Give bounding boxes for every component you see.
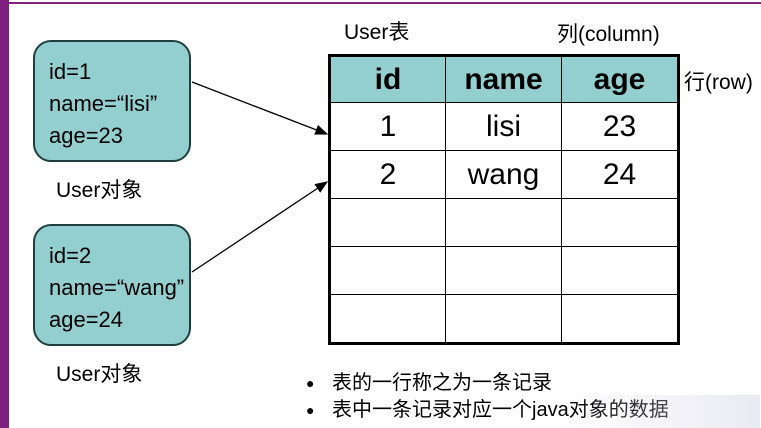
table-row: 2 wang 24 (329, 150, 679, 199)
user-object-1: id=1 name=“lisi” age=23 (33, 40, 191, 162)
table-cell: wang (445, 150, 562, 199)
table-row: 1 lisi 23 (329, 102, 679, 151)
table-cell (329, 198, 446, 247)
object2-label: User对象 (56, 363, 143, 386)
row-label: 行(row) (684, 71, 753, 94)
list-item: ● 表的一行称之为一条记录 (306, 370, 669, 397)
header-name: name (445, 55, 562, 103)
object1-label: User对象 (56, 179, 143, 202)
object1-name: name=“lisi” (49, 91, 158, 116)
table-cell (445, 246, 562, 295)
table-caption: User表 (344, 21, 410, 44)
object1-age: age=23 (49, 123, 124, 148)
object2-age: age=24 (49, 307, 124, 332)
bullet-icon: ● (306, 375, 315, 392)
object2-name: name=“wang” (49, 275, 185, 300)
user-object-2: id=2 name=“wang” age=24 (33, 224, 191, 346)
object2-id: id=2 (49, 243, 92, 268)
table-cell (445, 198, 562, 247)
header-age: age (561, 55, 679, 103)
table-cell: 1 (329, 102, 446, 151)
table-row (329, 198, 679, 247)
object1-id: id=1 (49, 59, 92, 84)
arrow-object2-to-row2 (191, 181, 329, 273)
column-label: 列(column) (557, 23, 660, 46)
table-cell (329, 294, 446, 344)
user-table: id name age 1 lisi 23 2 wang 24 (328, 54, 680, 345)
top-divider (9, 2, 761, 4)
watermark (560, 395, 760, 428)
table-cell (561, 198, 679, 247)
table-cell: 2 (329, 150, 446, 199)
arrow-object1-to-row1 (191, 81, 329, 135)
table-cell: 23 (561, 102, 679, 151)
table-row (329, 294, 679, 344)
table-header-row: id name age (329, 55, 679, 103)
table-cell (445, 294, 562, 344)
left-accent-bar (0, 0, 9, 428)
bullet-icon: ● (306, 402, 315, 419)
table-cell (561, 294, 679, 344)
bullet-text: 表的一行称之为一条记录 (332, 372, 552, 394)
